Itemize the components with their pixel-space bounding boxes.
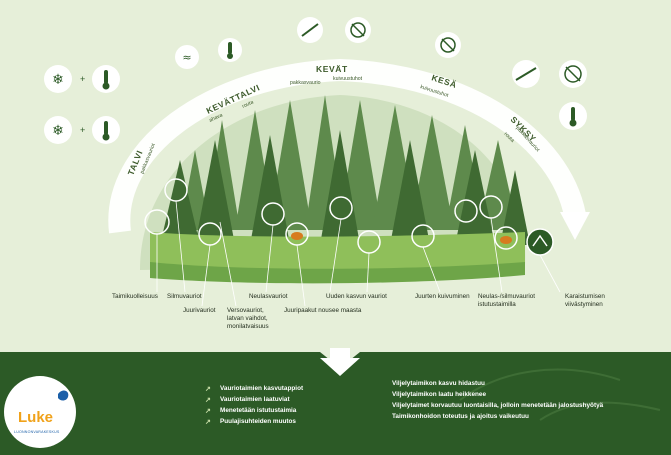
no-water-icon bbox=[435, 32, 461, 58]
species-change-icon: ↗ bbox=[205, 418, 211, 426]
thermometer-icon bbox=[92, 65, 120, 93]
leader-lines bbox=[156, 200, 561, 307]
no-water-icon bbox=[559, 60, 587, 88]
label-versovauriot-2: latvan vaihdot, bbox=[227, 315, 268, 322]
label-taimikuolleisuus: Taimikuolleisuus bbox=[112, 293, 158, 300]
label-karaistuminen-2: viivästyminen bbox=[565, 301, 603, 308]
label-uuden-kasvun: Uuden kasvun vauriot bbox=[326, 293, 387, 300]
wind-frost-icon: ≈ bbox=[175, 45, 199, 69]
seedling-damage-icon bbox=[512, 60, 540, 88]
label-versovauriot-1: Versovauriot, bbox=[227, 307, 264, 314]
season-kevattalvi-sub2: routa bbox=[241, 99, 254, 109]
consequences-list: Viljelytaimikon kasvu hidastuu Viljelyta… bbox=[392, 378, 662, 422]
ground-front bbox=[150, 262, 525, 284]
consequence-item: Viljelytaimet korvautuu luontaisilla, jo… bbox=[392, 402, 604, 409]
season-kevattalvi-sub1: ahava bbox=[208, 112, 223, 123]
label-karaistuminen-1: Karaistumisen bbox=[565, 293, 605, 300]
label-juuripaakut: Juuripaakut nousee maasta bbox=[284, 307, 362, 314]
season-kevat-sub1: pakkasvaurio bbox=[290, 80, 321, 86]
root-ball-marks bbox=[291, 232, 512, 244]
direct-effects-list: ↗Vauriotaimien kasvutappiot ↗Vauriotaimi… bbox=[205, 383, 375, 427]
effect-item: ↗Vauriotaimien kasvutappiot bbox=[205, 385, 304, 393]
effect-item: ↗Puulajisuhteiden muutos bbox=[205, 418, 296, 426]
logo-name: Luke bbox=[18, 409, 54, 426]
season-kevat-sub2: kuivuustuhot bbox=[333, 76, 363, 82]
label-neulas-silmuvauriot-1: Neulas-/silmuvauriot bbox=[478, 293, 535, 300]
svg-text:❄: ❄ bbox=[52, 72, 64, 88]
no-water-icon bbox=[345, 17, 371, 43]
seedling-damage-icon bbox=[297, 17, 323, 43]
season-arc bbox=[108, 58, 586, 234]
plus-icon: + bbox=[80, 125, 85, 135]
thermometer-icon bbox=[92, 116, 120, 144]
plus-icon: + bbox=[80, 74, 85, 84]
down-arrow bbox=[320, 348, 360, 376]
seedling-loss-icon: ↗ bbox=[205, 407, 211, 415]
label-neulasvauriot: Neulasvauriot bbox=[249, 293, 288, 300]
thermometer-icon bbox=[218, 38, 242, 62]
logo-bubble bbox=[58, 390, 69, 401]
frost-icon: ❄ bbox=[44, 65, 72, 93]
decorative-branch bbox=[459, 368, 621, 401]
consequence-item: Viljelytaimikon kasvu hidastuu bbox=[392, 380, 485, 387]
frost-icon: ❄ bbox=[44, 116, 72, 144]
label-silmuvauriot: Silmuvauriot bbox=[167, 293, 202, 300]
label-juurivauriot: Juurivauriot bbox=[183, 307, 216, 314]
consequence-item: Taimikonhoidon toteutus ja ajoitus vaike… bbox=[392, 413, 529, 420]
growth-loss-icon: ↗ bbox=[205, 385, 211, 393]
season-arc-arrowhead bbox=[560, 212, 590, 240]
label-juurten-kuivuminen: Juurten kuivuminen bbox=[415, 293, 470, 300]
consequence-item: Viljelytaimikon laatu heikkenee bbox=[392, 391, 487, 398]
svg-text:❄: ❄ bbox=[52, 123, 64, 139]
effect-item: ↗Vauriotaimien laatuviat bbox=[205, 396, 290, 404]
decorative-branch bbox=[539, 401, 661, 421]
svg-text:≈: ≈ bbox=[182, 51, 191, 64]
effect-item: ↗Menetetään istutustaimia bbox=[205, 407, 297, 415]
season-kevat: KEVÄT bbox=[316, 64, 348, 74]
thermometer-icon bbox=[559, 102, 587, 130]
logo-subtitle: LUONNONVARAKESKUS bbox=[14, 430, 60, 434]
label-versovauriot-3: monilatvaisuus bbox=[227, 323, 269, 330]
label-neulas-silmuvauriot-2: istutustaimilla bbox=[478, 301, 516, 308]
quality-defect-icon: ↗ bbox=[205, 396, 211, 404]
hardening-delay-icon bbox=[526, 228, 554, 256]
